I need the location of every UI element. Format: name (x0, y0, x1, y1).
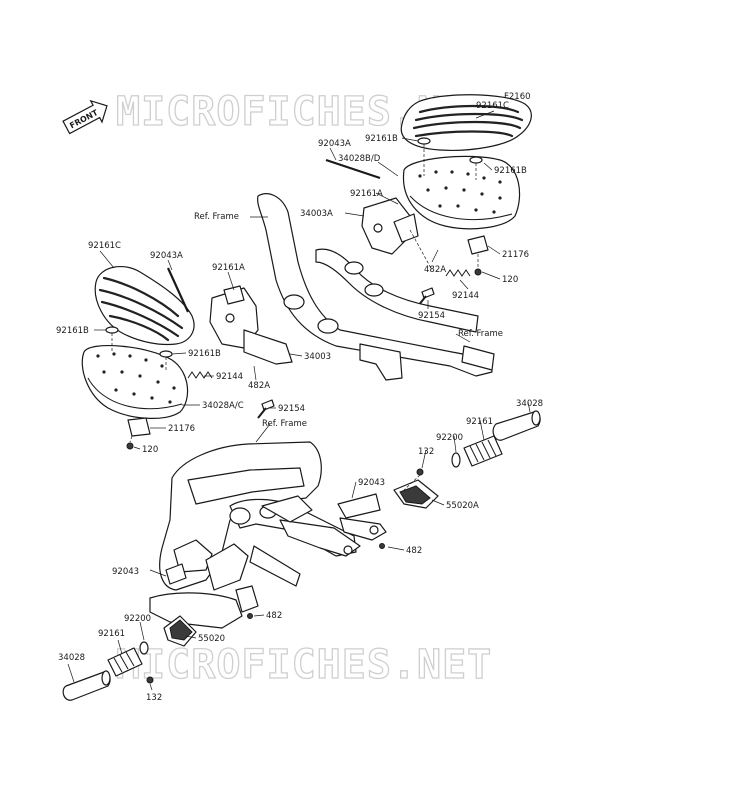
label-92161B-top-right: 92161B (494, 166, 527, 176)
label-34028BD: 34028B/D (338, 154, 381, 164)
label-34003: 34003 (304, 352, 331, 362)
label-92043-left: 92043 (112, 567, 139, 577)
label-92161C-top: 92161C (476, 101, 509, 111)
label-ref-frame-1: Ref. Frame (194, 212, 239, 222)
label-34028-left: 34028 (58, 653, 85, 663)
label-92161A-top: 92161A (350, 189, 383, 199)
label-92161B-top-left: 92161B (365, 134, 398, 144)
label-92154-left: 92154 (278, 404, 305, 414)
label-34003A: 34003A (300, 209, 333, 219)
label-92144-left: 92144 (216, 372, 243, 382)
label-ref-frame-2: Ref. Frame (458, 329, 503, 339)
frame-lower (149, 441, 387, 629)
label-132-left: 132 (146, 693, 162, 703)
floorboard-left-assembly (81, 265, 293, 450)
label-120-top: 120 (502, 275, 518, 285)
label-34028AC: 34028A/C (202, 401, 244, 411)
label-92200-right: 92200 (436, 433, 463, 443)
footpeg-right-assembly (379, 410, 541, 549)
label-482-right: 482 (406, 546, 422, 556)
label-92043-right: 92043 (358, 478, 385, 488)
label-92161-left: 92161 (98, 629, 125, 639)
watermark-bottom: MICROFICHES.NET (116, 642, 492, 688)
label-482A-top: 482A (424, 265, 446, 275)
diagram-code: F2160 (504, 92, 531, 102)
footpeg-left-assembly (62, 563, 253, 701)
part-labels: 92161C 92043A 34028B/D 92161B 92161B 921… (56, 101, 543, 703)
label-34028-right: 34028 (516, 399, 543, 409)
label-132-right: 132 (418, 447, 434, 457)
label-92161B-left-right: 92161B (188, 349, 221, 359)
label-92043A-top: 92043A (318, 139, 351, 149)
frame-rail-top (257, 193, 495, 381)
leader-lines (67, 110, 531, 691)
floorboard-right-assembly (325, 94, 532, 307)
label-120-left: 120 (142, 445, 158, 455)
label-92161A-left: 92161A (212, 263, 245, 273)
label-55020A: 55020A (446, 501, 479, 511)
label-92161-right: 92161 (466, 417, 493, 427)
front-arrow-icon: FRONT (62, 99, 108, 135)
label-92200-left: 92200 (124, 614, 151, 624)
label-482A-left: 482A (248, 381, 270, 391)
label-92161C-left: 92161C (88, 241, 121, 251)
label-92161B-left: 92161B (56, 326, 89, 336)
label-55020: 55020 (198, 634, 225, 644)
label-92043A-left: 92043A (150, 251, 183, 261)
label-92144-top: 92144 (452, 291, 479, 301)
label-21176-left: 21176 (168, 424, 195, 434)
label-92154-top: 92154 (418, 311, 445, 321)
label-482-mid: 482 (266, 611, 282, 621)
label-ref-frame-3: Ref. Frame (262, 419, 307, 429)
label-21176-top: 21176 (502, 250, 529, 260)
